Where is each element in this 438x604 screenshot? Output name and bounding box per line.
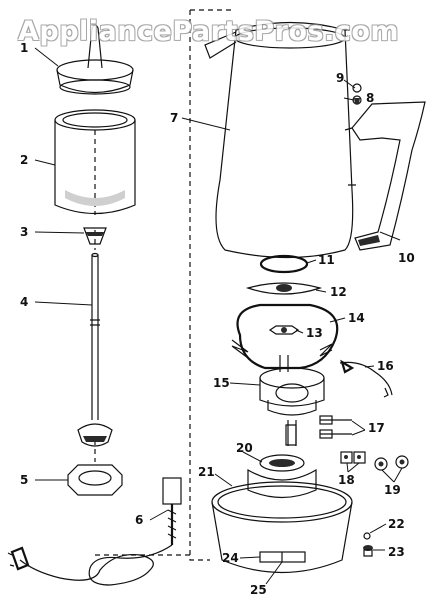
part-percolator-body (204, 21, 354, 259)
callout-11: 11 (318, 253, 335, 267)
part-basket-lid (56, 24, 134, 95)
part-heater-plate (245, 282, 323, 295)
part-hex-nut (67, 464, 123, 496)
callout-17: 17 (368, 421, 385, 435)
part-thermostat (268, 325, 300, 335)
part-heating-element (231, 303, 339, 370)
callout-18: 18 (338, 473, 355, 487)
callout-25: 25 (250, 583, 267, 597)
assembly-dashed-line (94, 9, 234, 561)
callout-14: 14 (348, 311, 365, 325)
callout-7: 7 (170, 111, 178, 125)
callout-16: 16 (377, 359, 394, 373)
site-watermark: AppliancePartsPros.com (18, 16, 400, 47)
part-base-screw (363, 532, 373, 557)
callout-4: 4 (20, 295, 28, 309)
part-spreader (83, 227, 107, 245)
callout-15: 15 (213, 376, 230, 390)
callout-13: 13 (306, 326, 323, 340)
part-pump-tube (77, 252, 113, 447)
part-base (211, 481, 353, 574)
callout-24: 24 (222, 551, 239, 565)
part-indicator-light (259, 551, 306, 563)
callout-6: 6 (135, 513, 143, 527)
callout-19: 19 (384, 483, 401, 497)
callout-21: 21 (198, 465, 215, 479)
callout-9: 9 (336, 71, 344, 85)
callout-2: 2 (20, 153, 28, 167)
callout-1: 1 (20, 41, 28, 55)
part-control-housing (259, 355, 325, 416)
callout-12: 12 (330, 285, 347, 299)
leader-lines (34, 47, 403, 585)
part-element-assembly (247, 420, 317, 499)
callout-20: 20 (236, 441, 253, 455)
part-terminal-blocks (340, 451, 366, 464)
part-probe-wire (339, 359, 393, 398)
callout-10: 10 (398, 251, 415, 265)
part-power-cord (7, 477, 182, 586)
part-handle (344, 101, 426, 251)
callout-5: 5 (20, 473, 28, 487)
part-gasket (259, 254, 309, 274)
callout-8: 8 (366, 91, 374, 105)
part-nuts (374, 455, 409, 471)
callout-23: 23 (388, 545, 405, 559)
callout-22: 22 (388, 517, 405, 531)
callout-labels: 1 2 3 4 5 6 7 8 9 10 11 12 13 14 15 16 1… (20, 41, 415, 597)
part-coffee-basket (54, 109, 136, 215)
callout-3: 3 (20, 225, 28, 239)
